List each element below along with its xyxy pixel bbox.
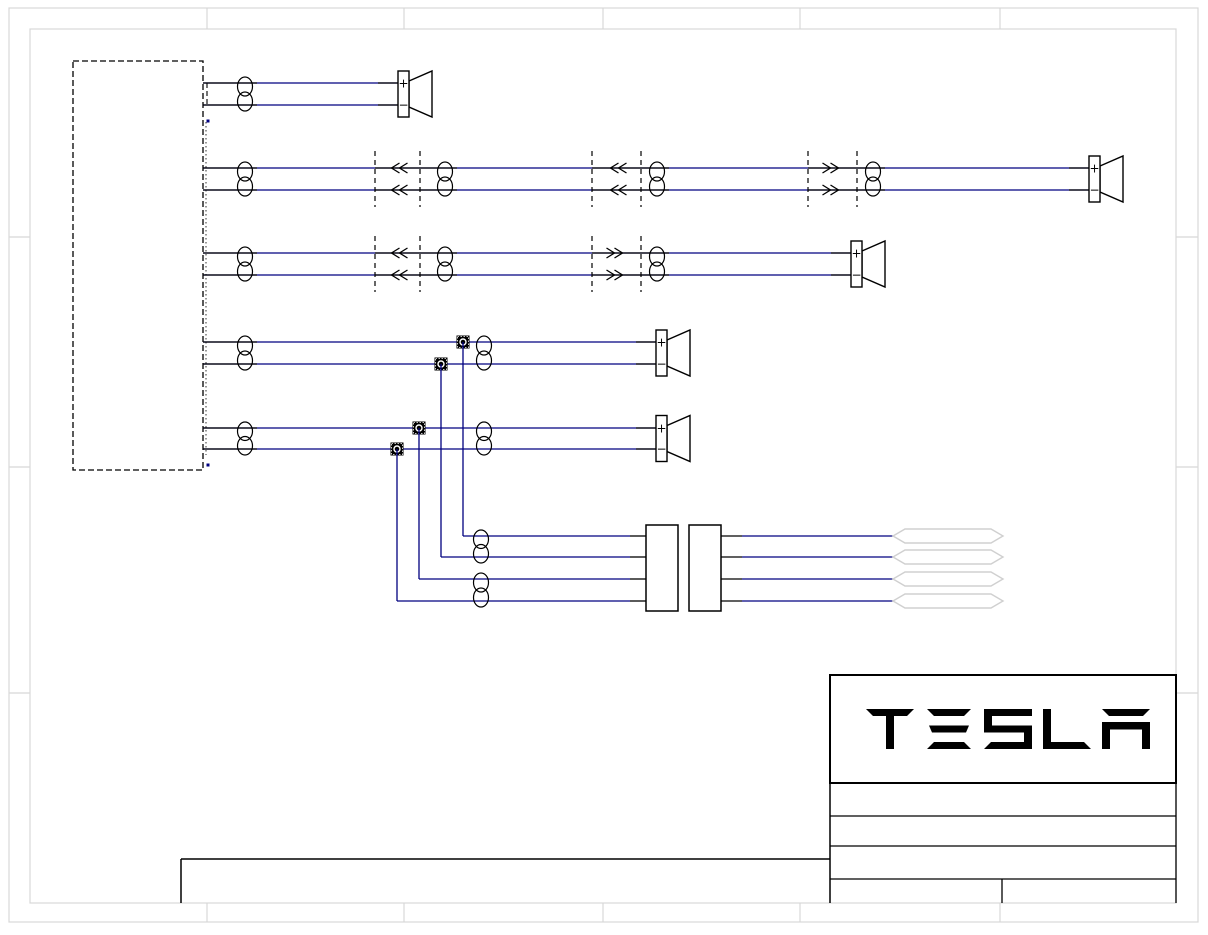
speaker-icon: +− (850, 239, 886, 289)
speaker-negative-label: − (1089, 183, 1099, 197)
wire-row-1: +− (203, 69, 433, 119)
speaker-positive-label: + (1089, 162, 1099, 176)
twisted-pair-icon (436, 246, 454, 282)
sheet-frame (8, 7, 1199, 923)
twisted-pair-icon (236, 161, 254, 197)
twisted-pair-icon (472, 572, 490, 608)
inline-connector-icon (374, 151, 421, 207)
speaker-negative-label: − (656, 357, 666, 371)
inline-connector-icon (591, 151, 642, 207)
wire-row-4: +− (203, 328, 691, 378)
connector-block (688, 524, 722, 612)
speaker-positive-label: + (851, 247, 861, 261)
speaker-icon: +− (1088, 154, 1124, 204)
title-block (180, 674, 1177, 903)
connector-arrow-icon (822, 162, 840, 174)
wire-node-mark (206, 463, 210, 467)
twisted-pair-icon (472, 529, 490, 564)
tesla-logo-letter (1102, 709, 1150, 749)
connector-arrow-icon (606, 269, 624, 281)
wire-row-2: +− (203, 151, 1124, 207)
twisted-pair-icon (864, 161, 882, 197)
speaker-icon: +− (655, 328, 691, 378)
connector-arrow-icon (609, 184, 627, 196)
wire-terminal-icon (891, 593, 1005, 609)
speaker-icon: +− (655, 414, 691, 463)
harness-vertical-wire (462, 342, 646, 537)
inline-connector-icon (374, 236, 421, 292)
connector-arrow-icon (390, 162, 408, 174)
wire-row-5: +− (203, 414, 691, 463)
harness-vertical-wire (396, 449, 646, 602)
inline-connector-icon (807, 151, 858, 207)
harness-vertical-wire (440, 364, 646, 558)
twisted-pair-icon (236, 335, 254, 371)
tesla-logo-letter (1043, 709, 1091, 749)
tesla-logo (866, 709, 1150, 749)
speaker-positive-label: + (656, 336, 666, 350)
tesla-logo-letter (984, 709, 1032, 749)
connector-arrow-icon (390, 269, 408, 281)
connector-block (645, 524, 679, 612)
wire-terminal-icon (891, 571, 1005, 587)
head-unit-outline (72, 60, 210, 471)
speaker-icon: +− (397, 69, 433, 119)
twisted-pair-icon (648, 246, 666, 282)
title-block-extension (180, 858, 830, 903)
harness (396, 342, 1005, 612)
tesla-logo-letter (866, 709, 914, 749)
twisted-pair-icon (236, 246, 254, 282)
inline-connector-icon (591, 236, 642, 292)
wire-node-mark (206, 119, 210, 123)
tesla-logo-letter (927, 709, 971, 749)
twisted-pair-icon (236, 421, 254, 456)
connector-arrow-icon (609, 162, 627, 174)
speaker-negative-label: − (656, 442, 666, 456)
wire-terminal-icon (891, 528, 1005, 544)
connector-arrow-icon (390, 184, 408, 196)
twisted-pair-icon (236, 76, 254, 112)
speaker-positive-label: + (656, 422, 666, 436)
harness-vertical-wire (418, 428, 646, 580)
twisted-pair-icon (648, 161, 666, 197)
wire-terminal-icon (891, 549, 1005, 565)
twisted-pair-icon (475, 421, 493, 456)
connector-arrow-icon (390, 247, 408, 259)
twisted-pair-icon (475, 335, 493, 371)
speaker-positive-label: + (398, 77, 408, 91)
speaker-negative-label: − (398, 98, 408, 112)
speaker-negative-label: − (851, 268, 861, 282)
connector-arrow-icon (606, 247, 624, 259)
wire-row-3: +− (203, 236, 886, 292)
twisted-pair-icon (436, 161, 454, 197)
connector-arrow-icon (822, 184, 840, 196)
